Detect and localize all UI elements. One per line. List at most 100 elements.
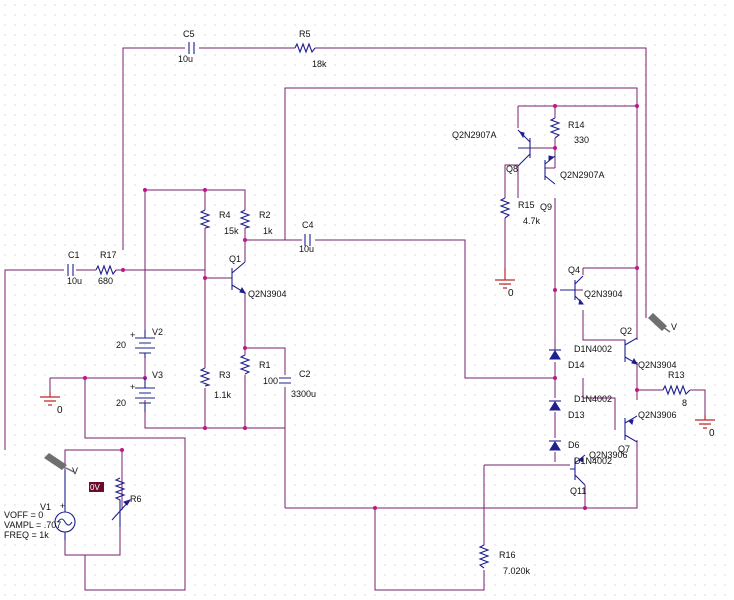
v3-value: 20 (116, 398, 126, 408)
r4-ref: R4 (219, 210, 231, 220)
v2-ref: V2 (152, 327, 163, 337)
q1-ref: Q1 (229, 254, 241, 264)
v3-ref: V3 (152, 370, 163, 380)
q11-model: Q2N3906 (589, 450, 628, 460)
v2-value: 20 (116, 340, 126, 350)
transistor-q7[interactable]: Q2N3906 Q7 (618, 410, 677, 454)
transistor-q4[interactable]: Q4 Q2N3904 (560, 265, 623, 305)
q8-ref: Q8 (506, 164, 518, 174)
r17-ref: R17 (100, 250, 117, 260)
c4-value: 10u (299, 244, 314, 254)
voltage-probe-icon[interactable]: V (44, 453, 78, 476)
svg-text:0: 0 (709, 428, 715, 439)
capacitor-c4[interactable]: C4 10u (299, 220, 314, 254)
ground-symbol-icon: 0 (40, 392, 63, 416)
q2-model: Q2N3904 (638, 360, 677, 370)
svg-text:0: 0 (508, 288, 514, 299)
r6-ref: R6 (130, 494, 142, 504)
v1-freq: FREQ = 1k (4, 530, 49, 540)
q4-model: Q2N3904 (584, 289, 623, 299)
resistor-r15[interactable]: R15 4.7k (499, 197, 541, 226)
r3-ref: R3 (219, 370, 231, 380)
resistor-r3[interactable]: R3 1.1k (199, 367, 232, 400)
d6-ref: D6 (568, 440, 580, 450)
r15-value: 4.7k (523, 216, 541, 226)
r3-value: 1.1k (214, 390, 232, 400)
r2-ref: R2 (259, 210, 271, 220)
transistor-q8[interactable]: Q2N2907A Q8 (452, 129, 531, 174)
battery-v3[interactable]: + V3 20 (116, 370, 163, 412)
voltage-probe-icon[interactable]: V (648, 313, 677, 333)
v1-voff: VOFF = 0 (4, 510, 43, 520)
c1-value: 10u (67, 276, 82, 286)
q8-model: Q2N2907A (452, 130, 497, 140)
q1-model: Q2N3904 (248, 289, 287, 299)
resistor-r4[interactable]: R4 15k (199, 209, 239, 236)
d13-model: D1N4002 (574, 394, 612, 404)
svg-text:V: V (671, 322, 677, 332)
c1-ref: C1 (68, 250, 80, 260)
v1-vampl: VAMPL = .707 (4, 520, 61, 530)
q2-ref: Q2 (620, 326, 632, 336)
resistor-r1[interactable]: R1 100 (239, 354, 278, 386)
r16-value: 7.020k (503, 566, 531, 576)
svg-text:0V: 0V (90, 483, 100, 492)
transistor-q11[interactable]: Q2N3906 Q11 (570, 450, 628, 496)
q9-ref: Q9 (540, 202, 552, 212)
transistor-q2[interactable]: Q2 Q2N3904 (620, 326, 677, 370)
sine-source-v1[interactable]: + V1 VOFF = 0 VAMPL = .707 FREQ = 1k (4, 470, 76, 540)
r17-value: 680 (98, 276, 113, 286)
resistor-r5[interactable]: R5 18k (294, 29, 327, 69)
r4-value: 15k (224, 226, 239, 236)
q4-ref: Q4 (568, 265, 580, 275)
transistor-q1[interactable]: Q1 Q2N3904 (229, 254, 287, 299)
svg-text:0: 0 (57, 405, 63, 416)
resistor-r14[interactable]: R14 330 (549, 117, 589, 145)
r14-ref: R14 (568, 120, 585, 130)
r1-value: 100 (263, 376, 278, 386)
resistor-r17[interactable]: R17 680 (95, 250, 117, 286)
resistor-r2[interactable]: R2 1k (239, 209, 273, 236)
battery-v2[interactable]: + V2 20 (116, 327, 163, 358)
q9-model: Q2N2907A (560, 170, 605, 180)
potentiometer-r6[interactable]: R6 (111, 477, 142, 527)
r14-value: 330 (574, 135, 589, 145)
r5-value: 18k (312, 59, 327, 69)
d6-model: D1N4002 (574, 456, 612, 466)
c5-value: 10u (178, 54, 193, 64)
capacitor-c5[interactable]: C5 10u (178, 29, 195, 64)
r2-value: 1k (263, 226, 273, 236)
r1-ref: R1 (259, 360, 271, 370)
q7-ref: Q7 (618, 444, 630, 454)
diode-d13[interactable]: D1N4002 D13 (549, 394, 612, 420)
ground-symbol-icon: 0 (695, 415, 715, 439)
capacitor-c2[interactable]: C2 3300u (279, 369, 316, 399)
wire-net (4, 47, 706, 591)
bias-voltage-marker: 0V (89, 482, 104, 492)
diode-d14[interactable]: D1N4002 D14 (549, 344, 612, 370)
r5-ref: R5 (299, 29, 311, 39)
r13-ref: R13 (668, 370, 685, 380)
v2-plus: + (130, 330, 135, 340)
c2-ref: C2 (299, 369, 311, 379)
capacitor-c1[interactable]: C1 10u (67, 250, 82, 286)
d14-model: D1N4002 (574, 344, 612, 354)
q7-model: Q2N3906 (638, 410, 677, 420)
diode-d6[interactable]: D6 D1N4002 (549, 440, 612, 466)
v1-plus: + (60, 501, 65, 511)
svg-text:V: V (72, 466, 78, 476)
v1-ref: V1 (40, 502, 51, 512)
r15-ref: R15 (518, 200, 535, 210)
d13-ref: D13 (568, 410, 585, 420)
d14-ref: D14 (568, 360, 585, 370)
resistor-r16[interactable]: R16 7.020k (478, 544, 531, 576)
r16-ref: R16 (499, 550, 516, 560)
q11-ref: Q11 (570, 486, 586, 496)
c5-ref: C5 (183, 29, 195, 39)
ground-symbol-icon: 0 (495, 268, 515, 299)
c4-ref: C4 (302, 220, 314, 230)
resistor-r13[interactable]: R13 8 (662, 370, 691, 408)
v3-plus: + (130, 382, 135, 392)
transistor-q9[interactable]: Q2N2907A Q9 (540, 155, 605, 212)
